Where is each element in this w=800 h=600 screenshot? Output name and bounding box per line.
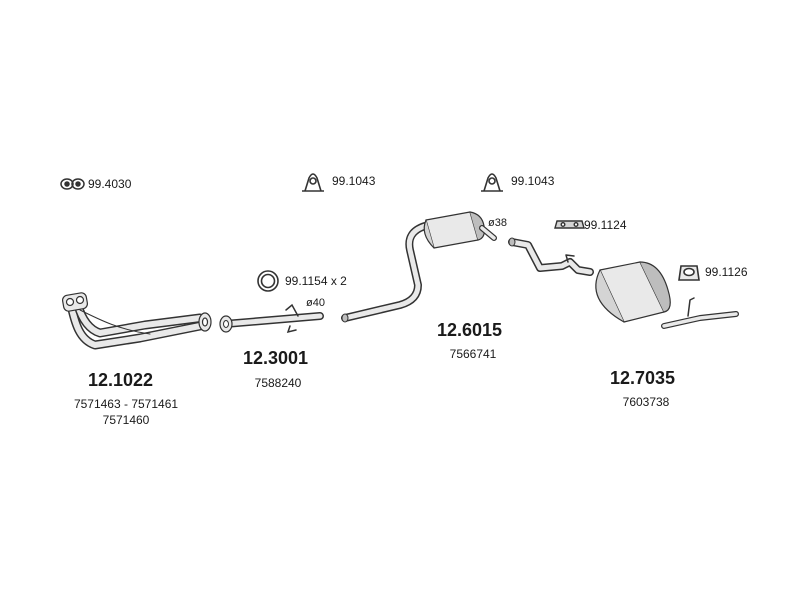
ring-gasket-icon [257, 270, 279, 292]
bracket-code: 99.1124 [584, 218, 627, 232]
middle-silencer-diameter: ø38 [488, 217, 507, 229]
front-pipe-flange [61, 292, 89, 312]
mount-code: 99.1126 [705, 265, 748, 279]
middle-pipe-code: 12.3001 [243, 348, 309, 368]
u-hanger-icon [302, 173, 324, 192]
rubber-mount-icon [678, 265, 700, 281]
rear-silencer-oem: 7603738 [622, 395, 670, 409]
hanger-code-1: 99.1043 [332, 174, 376, 188]
middle-pipe-oem: 7588240 [254, 376, 302, 390]
hanger-code-2: 99.1043 [511, 174, 555, 188]
double-clamp-icon [60, 178, 85, 190]
flat-bracket-icon [554, 220, 585, 229]
middle-silencer-drawing [341, 211, 497, 323]
front-pipe-oem-1: 7571463 - 7571461 [73, 397, 179, 411]
middle-pipe-diameter: ø40 [306, 297, 325, 309]
middle-silencer-oem: 7566741 [449, 347, 497, 361]
front-pipe-drawing [65, 295, 205, 350]
front-pipe-outlet-flange [198, 312, 212, 332]
rear-silencer-drawing [508, 237, 739, 329]
front-pipe-code: 12.1022 [88, 370, 154, 390]
front-pipe-oem-2: 7571460 [102, 413, 150, 427]
clamp-code: 99.4030 [88, 177, 132, 191]
middle-pipe-drawing [219, 303, 324, 334]
u-hanger-icon [481, 173, 503, 192]
gasket-code: 99.1154 x 2 [285, 274, 347, 288]
middle-silencer-code: 12.6015 [437, 320, 503, 340]
rear-silencer-code: 12.7035 [610, 368, 676, 388]
